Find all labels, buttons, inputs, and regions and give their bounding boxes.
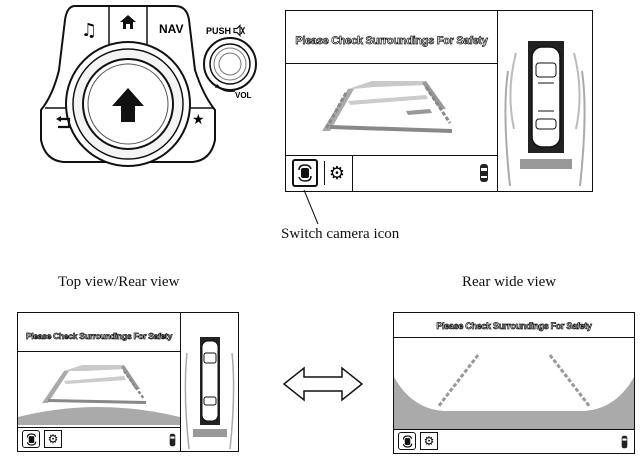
car-status-icon [621, 435, 628, 449]
top-view-pane [498, 11, 592, 191]
back-icon[interactable] [55, 116, 71, 130]
music-icon[interactable]: ♫ [81, 20, 98, 41]
settings-button[interactable]: ⚙ [420, 432, 438, 450]
wide-view-guide-lines [394, 354, 634, 429]
switch-camera-callout-label: Switch camera icon [281, 226, 400, 242]
car-status-icon [169, 433, 176, 447]
nav-button-label[interactable]: NAV [159, 22, 184, 36]
switch-camera-icon [26, 432, 36, 446]
vol-label: VOL [235, 91, 252, 100]
switch-camera-icon [402, 434, 412, 448]
home-icon[interactable] [119, 14, 137, 30]
safety-warning-text: Please Check Surroundings For Safety [25, 331, 173, 342]
car-status-icon [480, 164, 488, 182]
arrow-up-icon [112, 88, 144, 122]
commander-controller: ♫ NAV ★ PUSH VOL [35, 0, 260, 170]
push-label: PUSH [206, 26, 232, 36]
switch-camera-button[interactable] [398, 432, 416, 450]
switch-camera-button[interactable] [292, 159, 318, 187]
gear-icon: ⚙ [47, 432, 59, 446]
gear-icon: ⚙ [328, 162, 346, 184]
screen-bottom-bar [286, 155, 497, 156]
safety-warning-text: Please Check Surroundings For Safety [295, 35, 488, 48]
pane-divider [497, 11, 498, 191]
safety-warning-text: Please Check Surroundings For Safety [436, 321, 592, 332]
warning-divider [18, 351, 180, 352]
rear-view-pane: Please Check Surroundings For Safety ⚙ [18, 313, 180, 451]
warning-divider [286, 63, 497, 64]
top-view-pane [181, 313, 238, 451]
switch-camera-button[interactable] [22, 430, 40, 448]
favorite-star-icon[interactable]: ★ [192, 112, 205, 128]
vol-direction-arrow [215, 84, 236, 92]
rear-wide-view-caption: Rear wide view [462, 274, 557, 290]
settings-button[interactable]: ⚙ [44, 430, 62, 448]
parking-guide-lines [322, 81, 452, 133]
switch-camera-icon [298, 164, 312, 182]
camera-screen-top-rear: Please Check Surroundings For Safety ⚙ [17, 312, 239, 452]
settings-button[interactable]: ⚙ [324, 161, 349, 185]
screen-bottom-bar [18, 427, 180, 428]
parking-guide-lines [18, 365, 180, 425]
warning-divider [394, 337, 634, 338]
top-view-drawing [184, 337, 235, 450]
gear-icon: ⚙ [423, 434, 435, 448]
pane-divider [180, 313, 181, 451]
top-view-drawing [504, 41, 586, 187]
camera-screen-main: Please Check Surroundings For Safety ⚙ [285, 10, 593, 192]
settings-divider [352, 155, 353, 191]
mute-icon [233, 24, 246, 37]
top-rear-view-caption: Top view/Rear view [58, 274, 180, 290]
screen-bottom-bar [394, 429, 634, 430]
rear-view-pane: Please Check Surroundings For Safety ⚙ [286, 11, 497, 191]
camera-screen-wide: Please Check Surroundings For Safety ⚙ [393, 312, 635, 454]
